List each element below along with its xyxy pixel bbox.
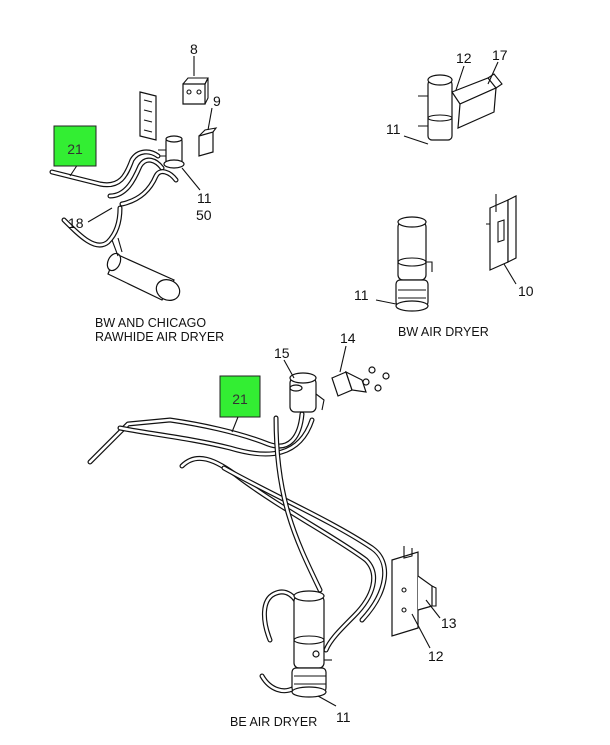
callout-11-top-right: 11 bbox=[386, 121, 401, 137]
be-air-line-run[interactable] bbox=[87, 411, 388, 694]
callout-18: 18 bbox=[68, 215, 84, 231]
dryer-with-bracket[interactable] bbox=[403, 61, 503, 145]
callout-11-bw-dryer: 11 bbox=[354, 287, 369, 303]
callout-8: 8 bbox=[190, 41, 198, 57]
caption-bw-air-dryer: BW AIR DRYER bbox=[398, 325, 489, 339]
bracket-part-14[interactable] bbox=[331, 345, 390, 397]
callout-13: 13 bbox=[441, 615, 457, 631]
callout-12-top-right: 12 bbox=[456, 50, 472, 66]
bw-dryer-part-11[interactable] bbox=[375, 216, 433, 312]
caption-bw-chicago-line1: BW AND CHICAGO bbox=[95, 316, 206, 330]
be-dryer-part-11[interactable] bbox=[291, 590, 337, 707]
caption-be-air-dryer: BE AIR DRYER bbox=[230, 715, 317, 729]
callout-21-bottom: 21 bbox=[232, 391, 248, 407]
valve-part-15[interactable] bbox=[283, 359, 325, 413]
callout-10: 10 bbox=[518, 283, 534, 299]
caption-bw-chicago-line2: RAWHIDE AIR DRYER bbox=[95, 330, 224, 344]
mounting-plate[interactable] bbox=[139, 91, 157, 141]
callout-21-top: 21 bbox=[67, 141, 83, 157]
callout-15: 15 bbox=[274, 345, 290, 361]
be-air-dryer-assembly bbox=[87, 345, 441, 707]
bracket-part-10[interactable] bbox=[486, 194, 517, 285]
bw-air-dryer-assembly bbox=[375, 61, 517, 312]
rawhide-dryer-canister[interactable] bbox=[105, 237, 183, 304]
callout-50: 50 bbox=[196, 207, 212, 223]
bracket-part-12-13[interactable] bbox=[391, 546, 441, 649]
highlight-box-bottom-21[interactable]: 21 bbox=[219, 375, 261, 418]
small-dryer-part-11[interactable] bbox=[158, 135, 185, 169]
bracket-part-8[interactable] bbox=[182, 77, 209, 105]
highlight-box-top-21[interactable]: 21 bbox=[53, 125, 97, 167]
callout-17: 17 bbox=[492, 47, 508, 63]
leader-lines-top-left bbox=[69, 56, 213, 223]
callout-11-bottom: 11 bbox=[336, 709, 351, 725]
leader-21-bottom bbox=[231, 416, 239, 433]
bw-chicago-rawhide-assembly bbox=[49, 56, 218, 304]
callout-14: 14 bbox=[340, 330, 356, 346]
callout-9: 9 bbox=[213, 93, 221, 109]
callout-12-bottom: 12 bbox=[428, 648, 444, 664]
callout-11-top-left: 11 bbox=[197, 190, 212, 206]
clip-part-9[interactable] bbox=[198, 127, 218, 157]
air-line-bundle[interactable] bbox=[49, 149, 179, 248]
